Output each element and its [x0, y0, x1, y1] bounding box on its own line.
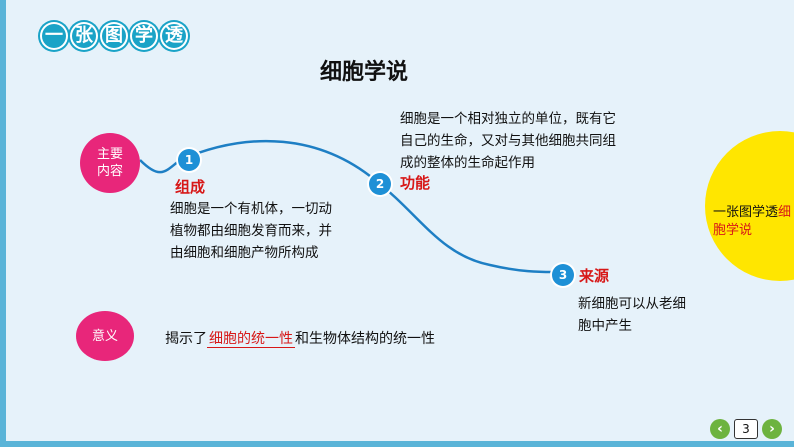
meaning-highlight: 细胞的统一性: [207, 331, 295, 348]
step-label-composition: 组成: [175, 178, 206, 196]
step-desc-function: 细胞是一个相对独立的单位，既有它自己的生命，又对与其他细胞共同组成的整体的生命起…: [400, 111, 616, 171]
meaning-text: 揭示了细胞的统一性和生物体结构的统一性: [165, 328, 435, 348]
page-number: 3: [734, 419, 758, 439]
badge-char: 透: [160, 22, 188, 50]
step-label-function: 功能: [400, 174, 431, 192]
step-desc-source: 新细胞可以从老细胞中产生: [578, 296, 686, 334]
side-label: 一张图学透细胞学说: [713, 204, 793, 240]
next-slide-button[interactable]: ›: [762, 419, 782, 439]
prev-slide-button[interactable]: ‹: [710, 419, 730, 439]
header-badge: 一 张 图 学 透: [40, 22, 188, 50]
badge-char: 图: [100, 22, 128, 50]
meaning-node: 意义: [76, 311, 134, 361]
step-number-1: 1: [178, 149, 200, 171]
main-content-line2: 内容: [96, 164, 123, 179]
step-number-3: 3: [552, 264, 574, 286]
main-content-line1: 主要: [96, 147, 123, 162]
badge-char: 一: [40, 22, 68, 50]
step-label-source: 来源: [579, 267, 610, 285]
meaning-prefix: 揭示了: [165, 331, 207, 347]
step-number-2: 2: [369, 173, 391, 195]
side-label-prefix: 一张图学透: [713, 205, 779, 220]
side-label-highlight: 细胞学说: [713, 205, 792, 238]
page-title: 细胞学说: [320, 60, 409, 85]
badge-char: 学: [130, 22, 158, 50]
main-content-node: 主要 内容: [80, 133, 140, 193]
meaning-suffix: 和生物体结构的统一性: [295, 331, 435, 347]
step-desc-composition: 细胞是一个有机体，一切动植物都由细胞发育而来，并由细胞和细胞产物所构成: [170, 201, 332, 261]
slide-nav: ‹ 3 ›: [710, 419, 782, 439]
badge-char: 张: [70, 22, 98, 50]
